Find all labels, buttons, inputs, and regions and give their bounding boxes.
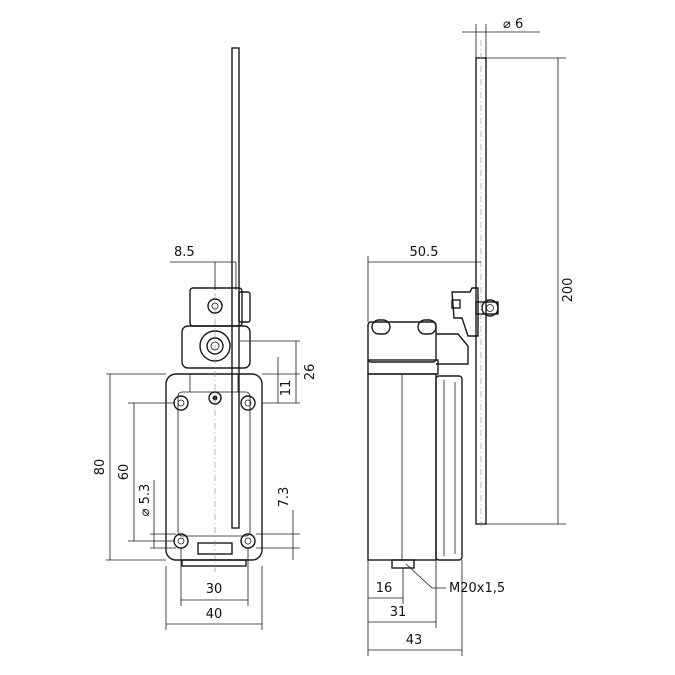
front-view: 8.5 26 11 80 60 ⌀ 5.3 7.3 30 (93, 47, 318, 630)
dim-rod-length: 200 (561, 278, 576, 303)
dim-hole-spacing-horizontal: 30 (206, 582, 223, 597)
dim-rod-diameter: ⌀ 6 (503, 17, 523, 32)
dim-thread-offset: 16 (376, 581, 393, 596)
side-cover (435, 375, 463, 561)
dim-hole-offset: 7.3 (277, 487, 292, 508)
dim-height-to-roller: 26 (303, 364, 318, 381)
side-lever-arm (451, 287, 479, 337)
dim-lever-offset: 8.5 (174, 245, 195, 260)
front-mount-hole-top-right (240, 395, 256, 411)
side-actuator-head (367, 321, 437, 363)
front-mount-hole-bottom-right (240, 533, 256, 549)
front-lever-head (189, 287, 243, 327)
dim-body-depth: 43 (406, 633, 423, 648)
front-mount-hole-top-left (173, 395, 189, 411)
front-actuator-housing (181, 325, 251, 369)
front-center-screw (208, 391, 222, 405)
side-cable-gland (391, 559, 415, 569)
dim-height-to-cam: 11 (279, 380, 294, 397)
thread-label: M20x1,5 (449, 581, 505, 596)
dim-body-height: 80 (93, 459, 108, 476)
front-switch-body (165, 373, 263, 561)
side-view: ⌀ 6 50.5 200 M20x1,5 16 31 43 (367, 17, 576, 656)
dim-hole-diameter: ⌀ 5.3 (138, 484, 153, 517)
dim-lever-reach: 50.5 (410, 245, 439, 260)
dim-body-width: 40 (206, 607, 223, 622)
dim-hole-spacing-vertical: 60 (117, 464, 132, 481)
dim-body-depth-inner: 31 (390, 605, 407, 620)
